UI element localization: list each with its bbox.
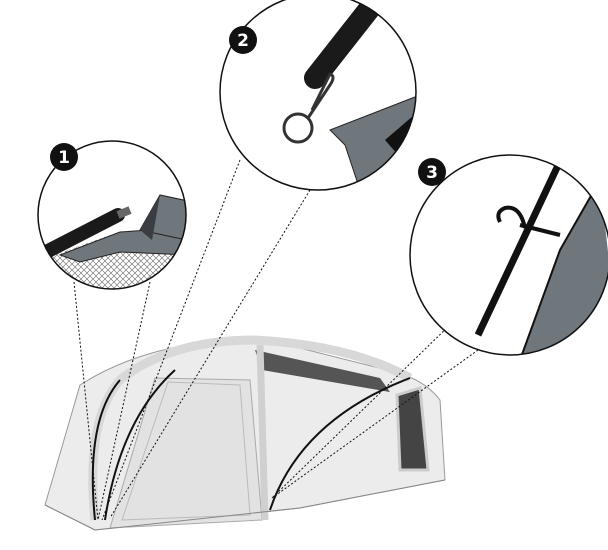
callout-badge-2: 2	[229, 26, 257, 54]
tent-window-side	[395, 386, 430, 472]
callout-1-detail	[37, 140, 187, 290]
callout-badge-1: 1	[50, 143, 78, 171]
callout-number: 1	[58, 148, 70, 168]
callout-3-detail	[409, 154, 608, 356]
callout-number: 2	[237, 31, 249, 51]
callout-badge-3: 3	[418, 158, 446, 186]
tent	[44, 335, 446, 531]
tent-window-top	[255, 350, 390, 392]
callout-2-detail	[219, 0, 417, 191]
callout-number: 3	[426, 163, 438, 183]
leader-lines	[73, 159, 479, 521]
